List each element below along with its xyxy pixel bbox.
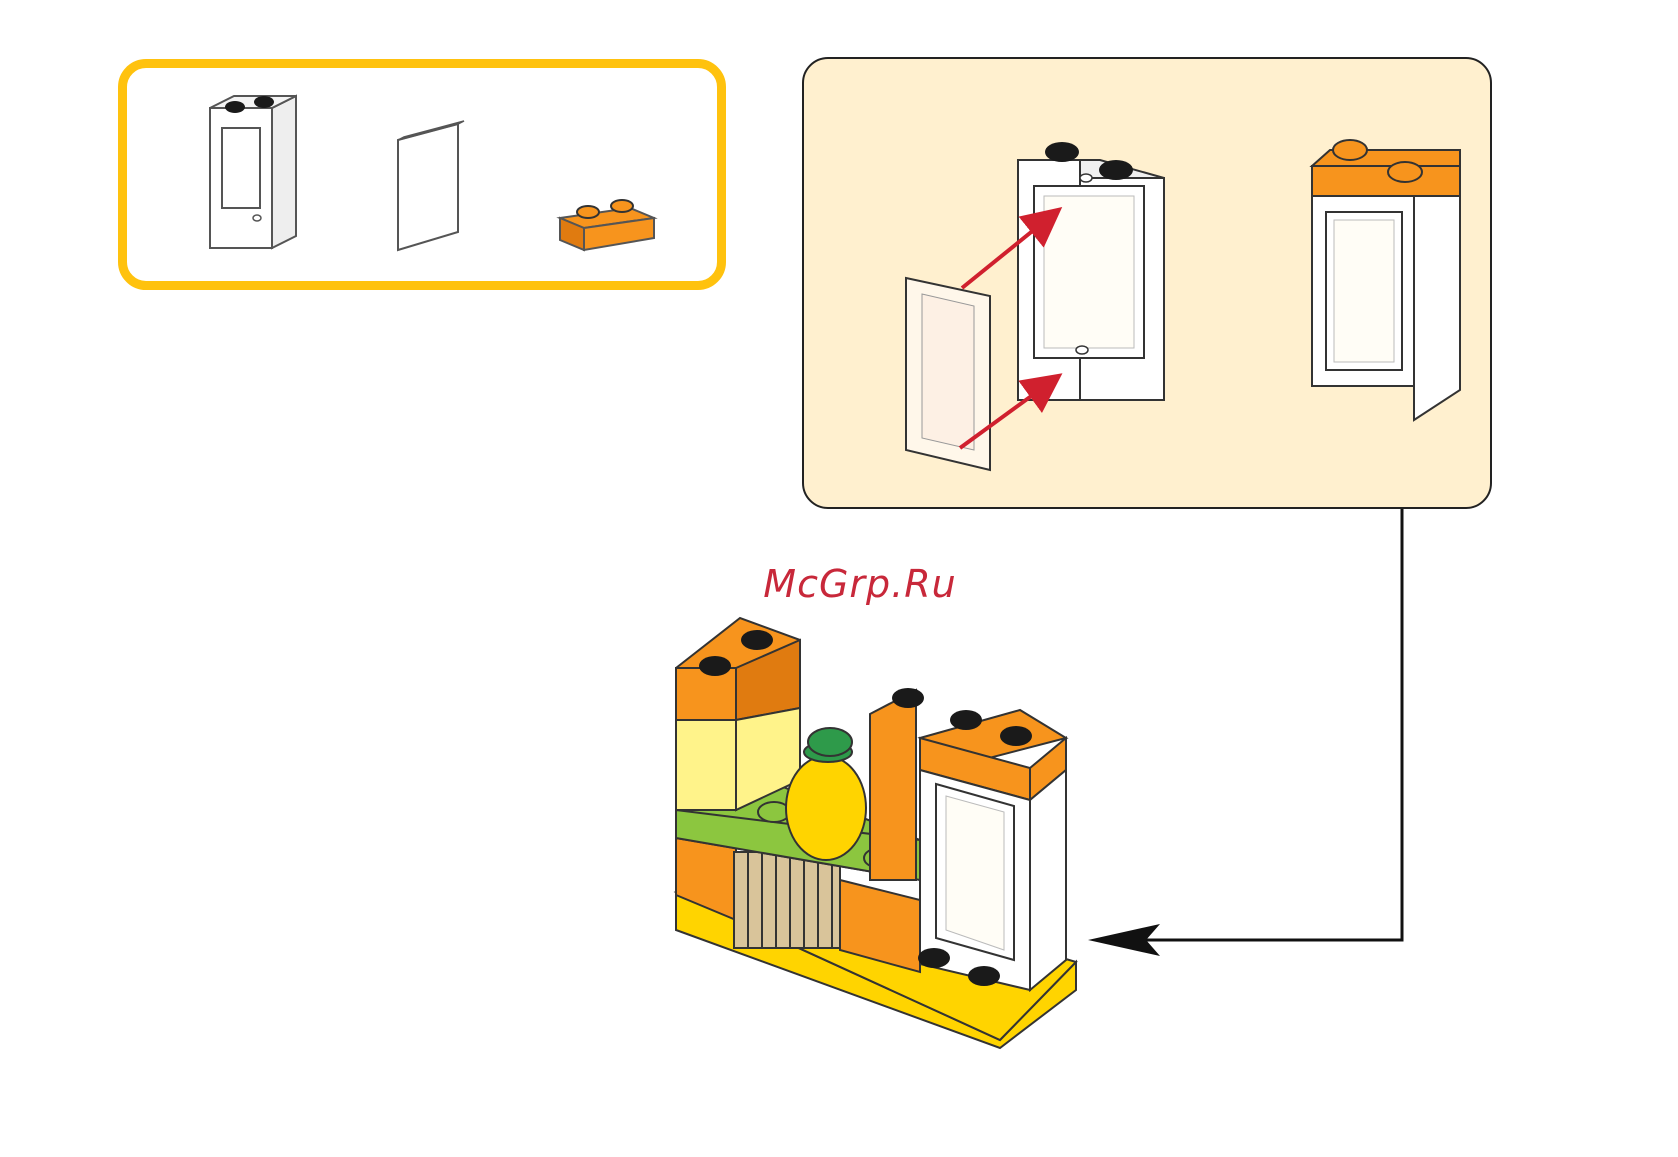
main-model	[676, 618, 1076, 1048]
part-orange-plate	[560, 200, 654, 250]
subassembly-window-frame	[1018, 142, 1164, 400]
part-window-frame	[210, 96, 296, 248]
connector-line	[1110, 509, 1402, 940]
part-glass-pane	[398, 121, 464, 250]
subassembly-glass-pane	[906, 278, 990, 470]
subassembly-finished-window	[1312, 140, 1460, 420]
